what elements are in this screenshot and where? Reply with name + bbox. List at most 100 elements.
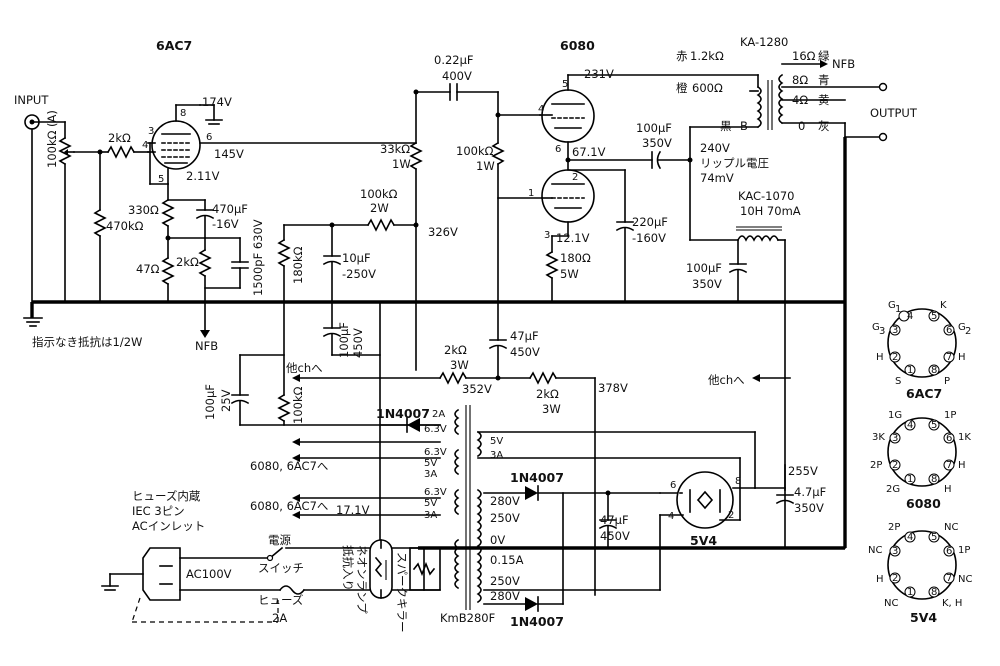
component-label: 2W xyxy=(370,201,389,215)
pinout-pin-number: 1 xyxy=(907,587,913,598)
heater-label: 6080, 6AC7へ xyxy=(250,459,328,473)
pinout-label-6ac7: 6AC7 xyxy=(906,386,942,401)
pt-tap-label: 6.3V xyxy=(424,424,447,435)
pinout-pin-label: 1G xyxy=(888,410,902,421)
pinout-pin-number: 1 xyxy=(907,474,913,485)
component-label: 470kΩ xyxy=(106,219,144,233)
ot-tap-label: B xyxy=(740,119,748,133)
component-label: 450V xyxy=(510,345,540,359)
pinout-pin-number: 3 xyxy=(892,433,898,444)
ot-tap-label: 黄 xyxy=(818,93,830,107)
diode-label: 1N4007 xyxy=(510,614,564,629)
voltage-label: 12.1V xyxy=(556,231,590,245)
ripple-label: リップル電圧 xyxy=(700,156,769,170)
heater-label: 6080, 6AC7へ xyxy=(250,499,328,513)
pinout-pin-label: 1P xyxy=(944,410,956,421)
pinout-pin-label: H xyxy=(944,484,952,495)
component-label: 180kΩ xyxy=(291,246,305,284)
component-label: 47Ω xyxy=(136,262,160,276)
pinout-pin-label: NC xyxy=(884,598,898,609)
pinout-pin-label: 1K xyxy=(958,432,971,443)
ot-tap-label: 灰 xyxy=(818,119,830,133)
tube-label-6080: 6080 xyxy=(560,38,595,53)
voltage-label: 145V xyxy=(214,147,244,161)
voltage-label: 352V xyxy=(462,382,492,396)
pt-tap-label: 0.15A xyxy=(490,553,524,567)
pinout-6ac7 xyxy=(887,308,957,378)
power-transformer xyxy=(292,405,846,612)
ripple-label: 74mV xyxy=(700,171,734,185)
tube-5v4 xyxy=(659,464,795,529)
pinout-pin-number: 7 xyxy=(946,460,952,471)
pt-tap-label: 3A xyxy=(424,469,437,480)
component-label: 100μF xyxy=(337,322,351,358)
pinout-pin-number: 8 xyxy=(931,587,937,598)
diode-label: 1N4007 xyxy=(376,406,430,421)
ot-tap-label: 0 xyxy=(798,119,805,133)
pinout-pin-label: 1P xyxy=(958,545,970,556)
tube-6ac7 xyxy=(147,104,417,185)
pinout-pin-label: G xyxy=(888,300,896,311)
fuse-value: 2A xyxy=(272,611,287,625)
pt-tap-label: 6.3V xyxy=(424,447,447,458)
component-label: 1W xyxy=(476,159,495,173)
inlet-label: IEC 3ピン xyxy=(132,504,185,518)
nfb-label: NFB xyxy=(832,57,855,71)
pinout-pin-label: H xyxy=(958,460,966,471)
voltage-label: 67.1V xyxy=(572,145,606,159)
component-label: 350V xyxy=(692,277,722,291)
pinout-pin-label: H xyxy=(876,574,884,585)
ot-tap-label: 黒 xyxy=(720,119,732,133)
spark-killer-label: スパークキラー xyxy=(395,552,409,633)
pinout-pin-label: NC xyxy=(958,574,972,585)
choke-value: 10H 70mA xyxy=(740,204,801,218)
pinout-pin-number: 3 xyxy=(892,546,898,557)
component-label: 1W xyxy=(392,157,411,171)
pin-number: 6 xyxy=(206,132,212,143)
voltage-label: 17.1V xyxy=(336,503,370,517)
note-label: 指示なき抵抗は1/2W xyxy=(32,335,142,349)
pin-number: 8 xyxy=(735,476,741,487)
ac-inlet xyxy=(101,546,441,623)
input-section xyxy=(24,114,149,303)
neon-label: ネオンランプ xyxy=(355,545,369,614)
component-label: 100μF xyxy=(686,261,722,275)
pinout-pin-number: 3 xyxy=(892,325,898,336)
voltage-label: 378V xyxy=(598,381,628,395)
pinout-pin-label: NC xyxy=(868,545,882,556)
component-label: 220μF xyxy=(632,215,668,229)
inlet-label: ヒューズ内蔵 xyxy=(132,489,201,503)
inlet-label: ACインレット xyxy=(132,519,205,533)
pin-number: 4 xyxy=(142,140,148,151)
voltage-label: 174V xyxy=(202,95,232,109)
pinout-pin-label: 2P xyxy=(888,522,900,533)
pin-number: 6 xyxy=(670,480,676,491)
component-label: 100kΩ xyxy=(456,144,494,158)
component-label: 3W xyxy=(542,402,561,416)
choke xyxy=(728,226,786,549)
component-label: 350V xyxy=(642,136,672,150)
pinout-pin-number: 8 xyxy=(931,474,937,485)
pt-tap-label: 250V xyxy=(490,511,520,525)
component-label: 100kΩ (A) xyxy=(45,110,59,168)
choke-label: KAC-1070 xyxy=(738,189,794,203)
ripple-label: 240V xyxy=(700,141,730,155)
pinout-pin-number: 6 xyxy=(946,546,952,557)
pinout-label-5v4: 5V4 xyxy=(910,610,937,625)
component-label: 5W xyxy=(560,267,579,281)
pinout-pin-number: 2 xyxy=(892,352,898,363)
component-label: 100μF xyxy=(636,121,672,135)
ot-tap-label: 橙 xyxy=(676,81,688,95)
component-label: -16V xyxy=(212,217,239,231)
component-label: 100kΩ xyxy=(360,187,398,201)
pin-number: 5 xyxy=(158,174,164,185)
pt-tap-label: 250V xyxy=(490,574,520,588)
component-label: 400V xyxy=(442,69,472,83)
pinout-5v4 xyxy=(887,530,957,600)
tube-label-6ac7: 6AC7 xyxy=(156,38,192,53)
component-label: 330Ω xyxy=(128,203,159,217)
pinout-pin-number: 6 xyxy=(946,325,952,336)
pin-number: 8 xyxy=(180,108,186,119)
pinout-pin-label: 2G xyxy=(886,484,900,495)
pin-number: 2 xyxy=(728,510,734,521)
